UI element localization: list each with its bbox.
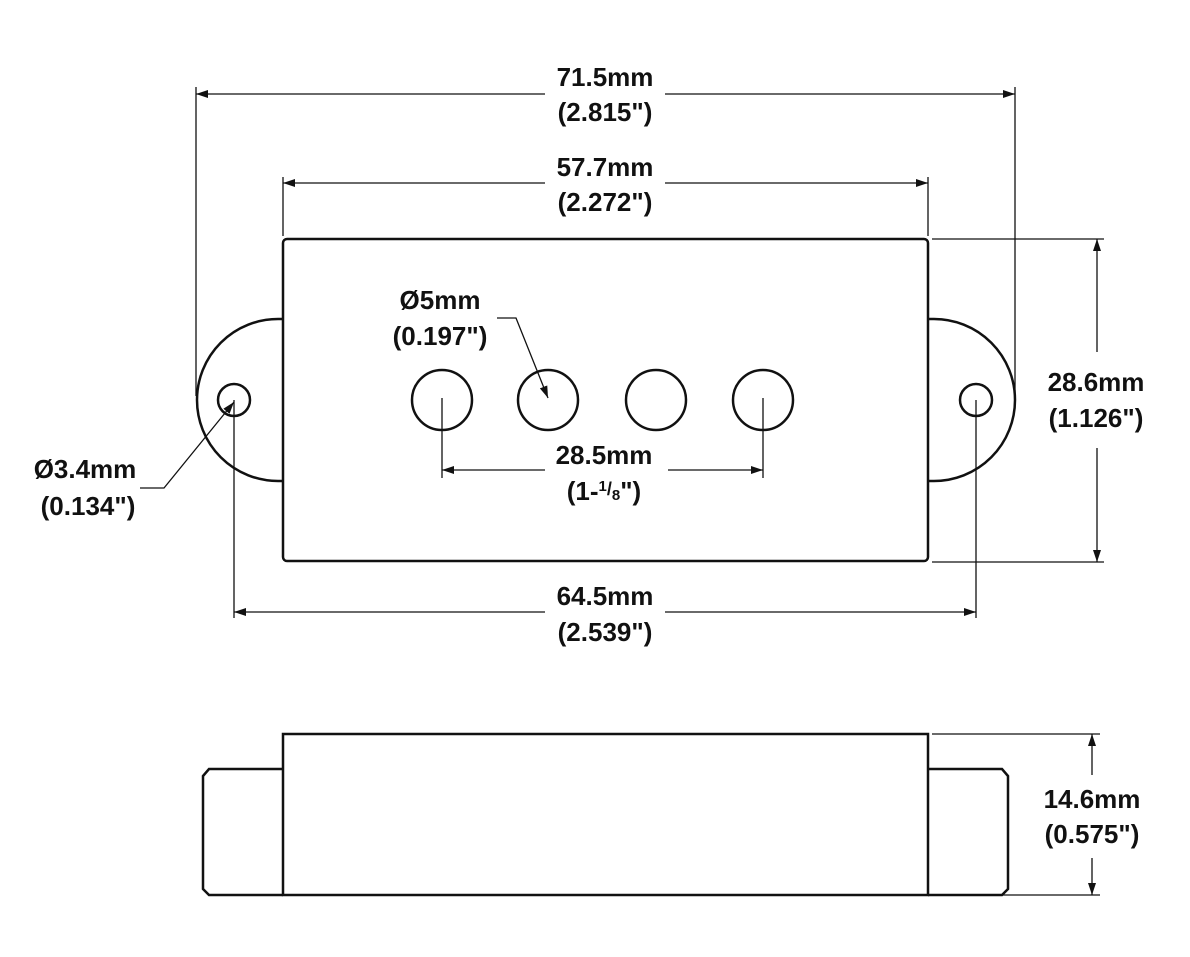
left-mounting-ear [195, 317, 283, 483]
top-view: 71.5mm (2.815") 57.7mm (2.272") 28.6mm (… [34, 62, 1145, 647]
pole-spacing-fraction-denominator: 8 [612, 487, 620, 504]
pole-piece-2 [516, 368, 580, 432]
body-length-dimension: 57.7mm (2.272") [282, 152, 929, 236]
side-view: 14.6mm (0.575") [201, 732, 1141, 897]
pole-spacing-imperial: (1-1/8") [567, 476, 641, 506]
side-right-ear [928, 767, 1010, 897]
pickup-body [281, 237, 930, 563]
mount-hole-spacing-dimension: 64.5mm (2.539") [233, 400, 977, 647]
pole-spacing-metric: 28.5mm [556, 440, 653, 470]
body-length-imperial: (2.272") [558, 187, 653, 217]
pole-piece-3 [624, 368, 688, 432]
mount-hole-diameter-imperial: (0.134") [41, 491, 136, 521]
overall-length-metric: 71.5mm [557, 62, 654, 92]
body-width-imperial: (1.126") [1049, 403, 1144, 433]
pole-diameter-callout: Ø5mm (0.197") [393, 285, 549, 399]
side-left-ear [201, 767, 283, 897]
body-length-metric: 57.7mm [557, 152, 654, 182]
side-body [281, 732, 930, 897]
body-width-dimension: 28.6mm (1.126") [932, 238, 1145, 563]
pole-spacing-fraction-numerator: 1 [599, 478, 607, 495]
height-imperial: (0.575") [1045, 819, 1140, 849]
mount-hole-spacing-imperial: (2.539") [558, 617, 653, 647]
pole-spacing-fraction-slash: / [607, 479, 612, 499]
mount-hole-diameter-metric: Ø3.4mm [34, 454, 137, 484]
pole-spacing-imperial-suffix: ") [620, 476, 641, 506]
overall-length-imperial: (2.815") [558, 97, 653, 127]
height-metric: 14.6mm [1044, 784, 1141, 814]
height-dimension: 14.6mm (0.575") [932, 733, 1141, 896]
pole-diameter-imperial: (0.197") [393, 321, 488, 351]
mount-hole-spacing-metric: 64.5mm [557, 581, 654, 611]
body-width-metric: 28.6mm [1048, 367, 1145, 397]
overall-length-dimension: 71.5mm (2.815") [195, 62, 1016, 396]
pole-spacing-imperial-prefix: (1- [567, 476, 599, 506]
pole-diameter-metric: Ø5mm [400, 285, 481, 315]
right-mounting-ear [928, 317, 1017, 483]
pole-spacing-dimension: 28.5mm (1-1/8") [441, 398, 764, 506]
mount-hole-diameter-callout: Ø3.4mm (0.134") [34, 401, 235, 521]
